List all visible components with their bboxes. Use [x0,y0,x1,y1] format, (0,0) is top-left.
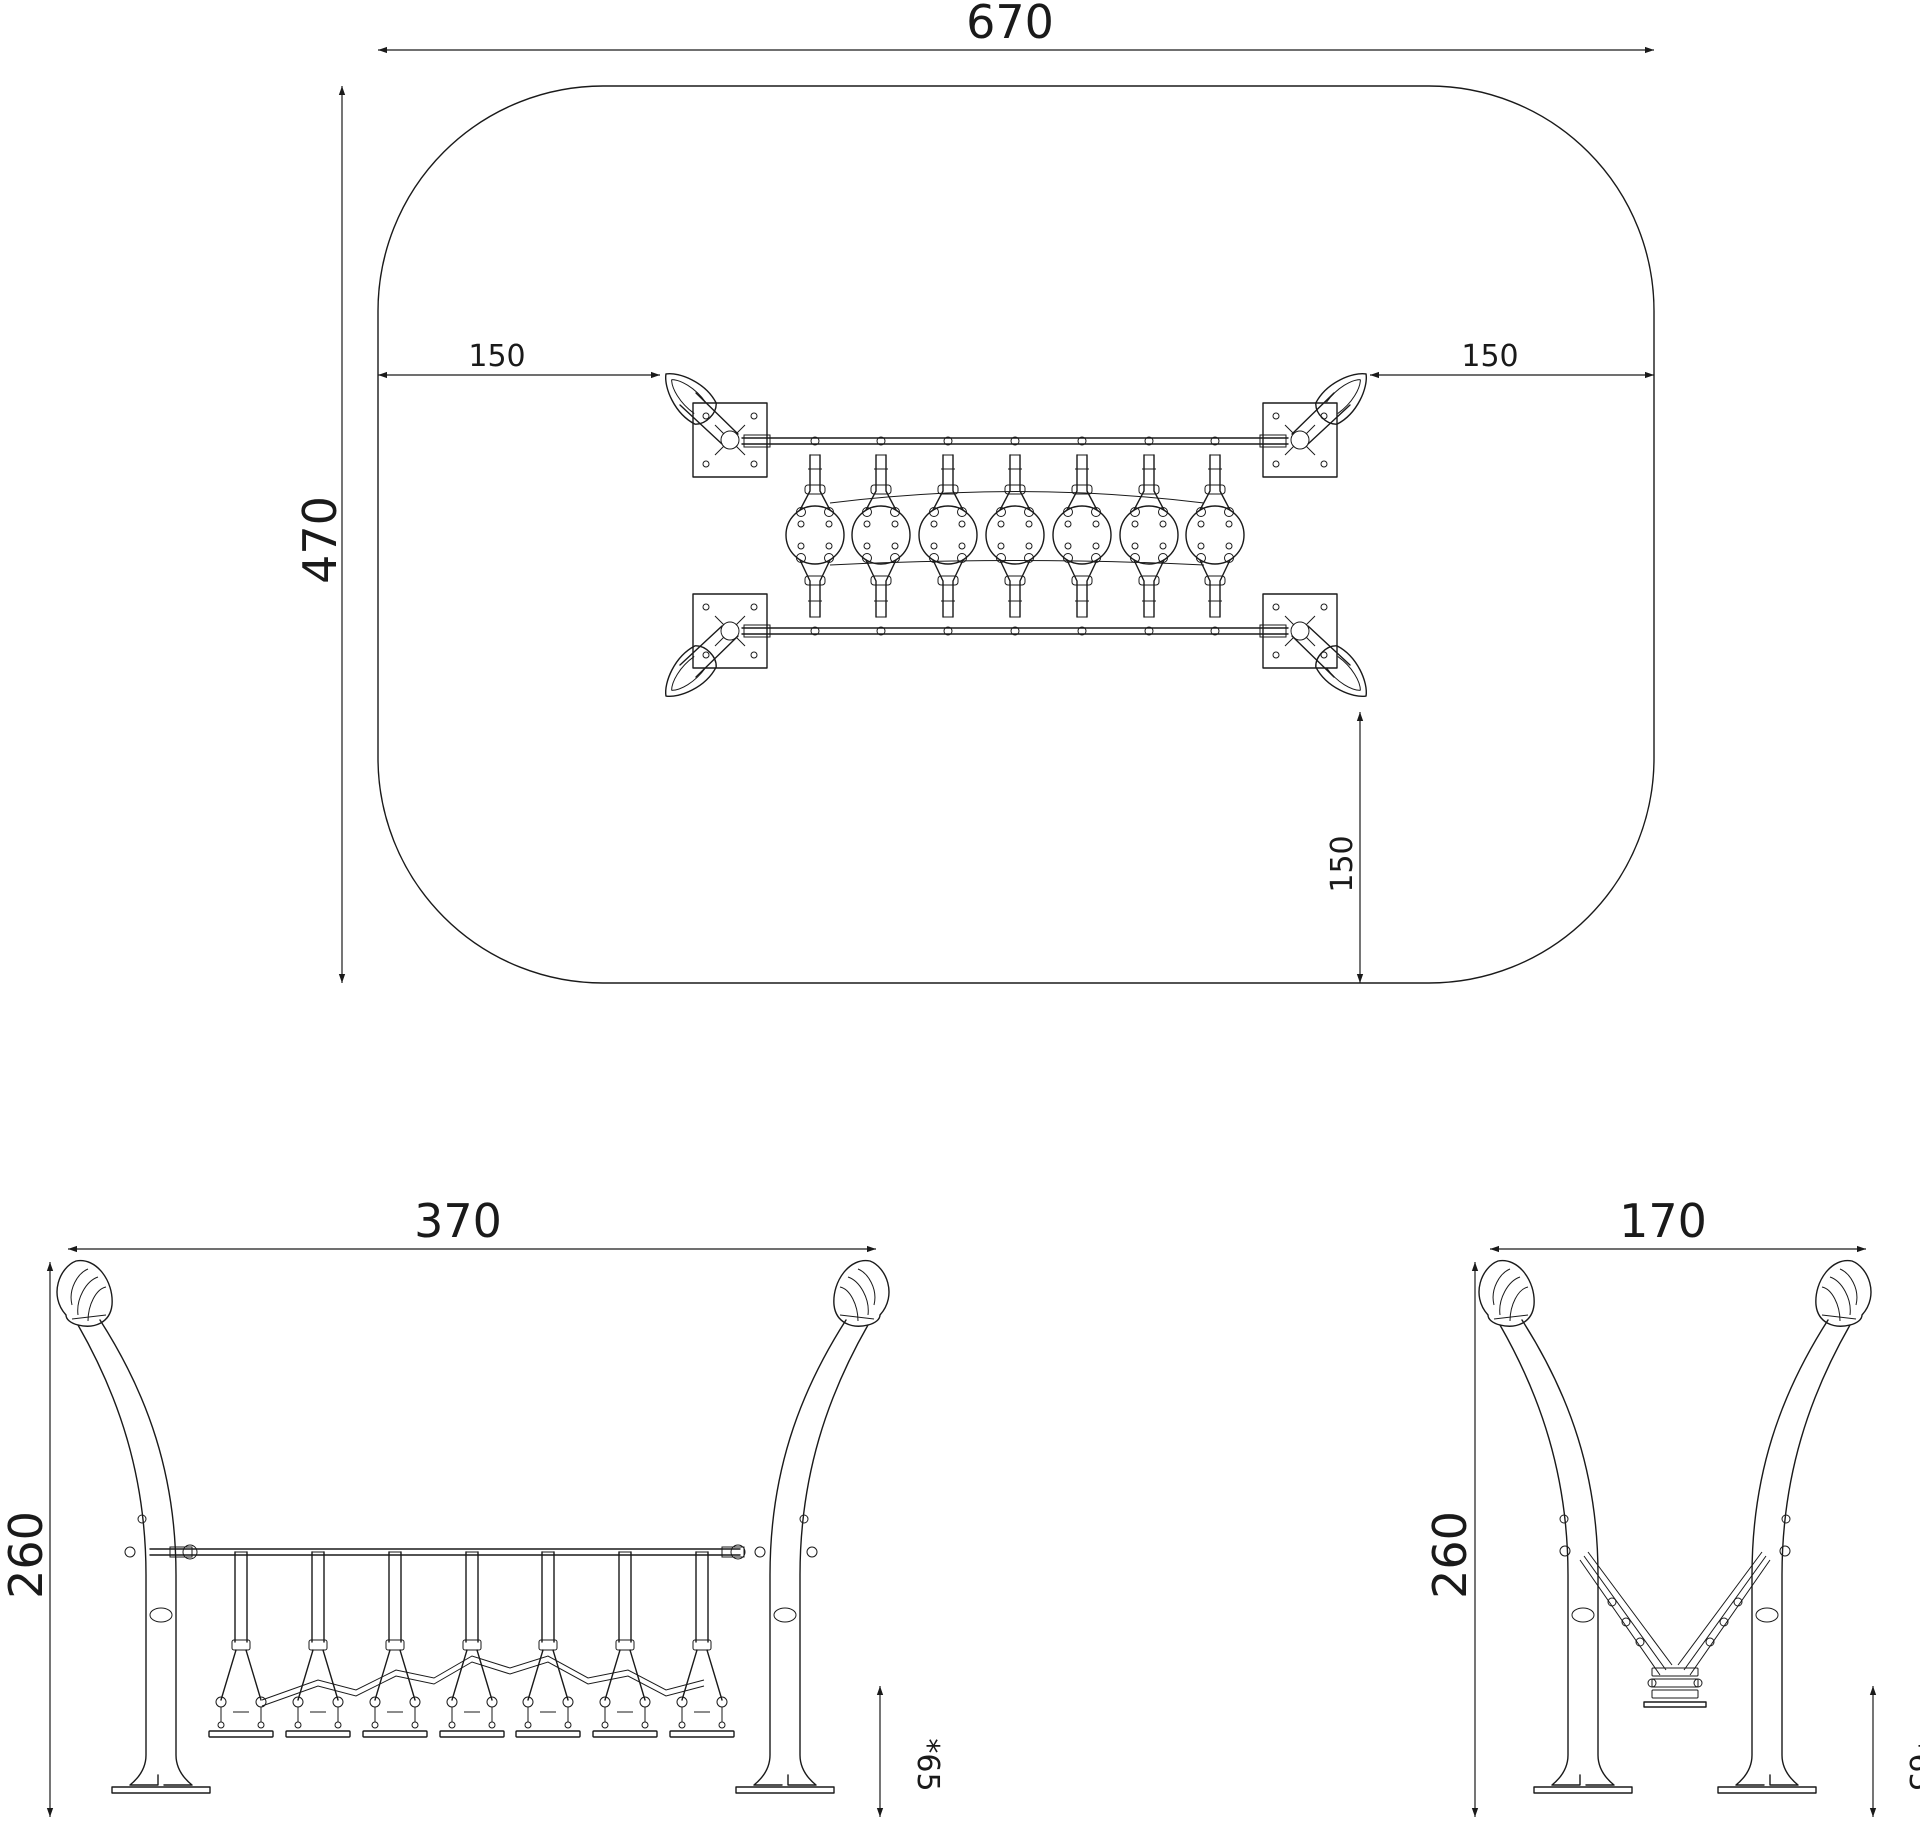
top-view: 670 470 150 150 150 [293,0,1655,984]
side-width-label: 170 [1619,1194,1707,1248]
safety-area-outline [377,85,1655,984]
top-right-clearance-label: 150 [1461,339,1518,374]
front-free-fall-label: *65 [910,1738,945,1791]
front-view: 370 260 *65 [0,1194,945,1817]
top-left-clearance-label: 150 [468,339,525,374]
top-height-label: 470 [293,496,347,584]
top-bottom-clearance-label: 150 [1325,835,1360,892]
side-height-label: 260 [1423,1511,1477,1599]
front-height-label: 260 [0,1511,53,1599]
top-width-label: 670 [966,0,1054,49]
side-free-fall-label: *65 [1902,1738,1920,1791]
front-width-label: 370 [414,1194,502,1248]
side-view: 170 260 *65 [1423,1194,1920,1817]
